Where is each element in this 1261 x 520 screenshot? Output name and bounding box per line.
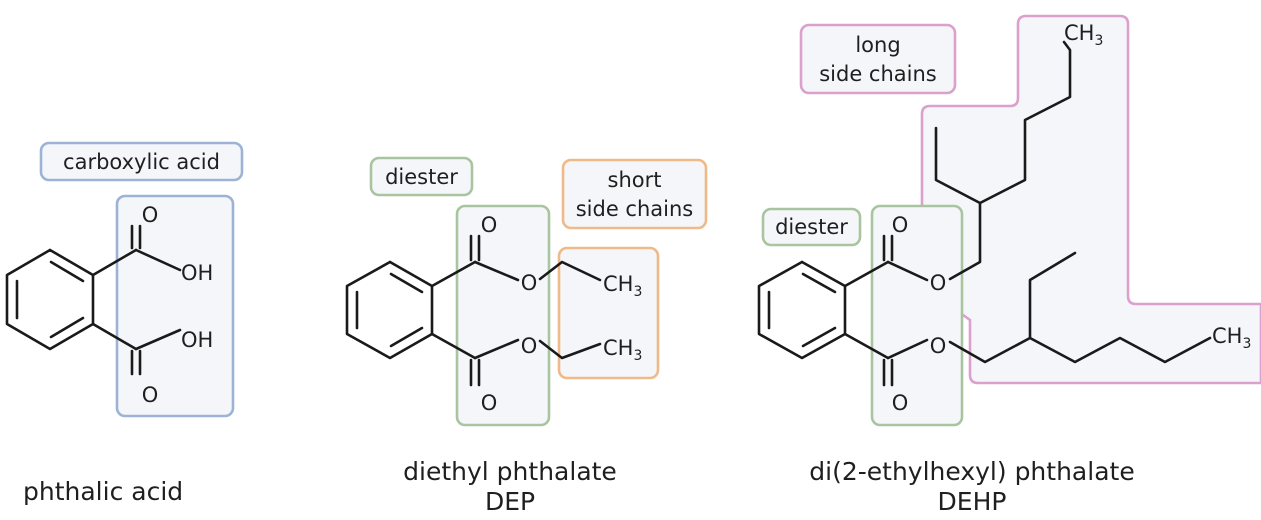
oxygen-atom: O bbox=[892, 213, 909, 237]
dep-side-chain-label-box bbox=[561, 158, 708, 230]
ester-bonds bbox=[430, 234, 520, 387]
dehp-abbreviation: DEHP bbox=[938, 487, 1007, 516]
carboxylic-acid-highlight-box bbox=[115, 194, 235, 418]
dep-side-chain-label-line2: side chains bbox=[576, 197, 694, 221]
carboxyl-bonds bbox=[91, 224, 182, 376]
dehp-diester-label-box bbox=[761, 207, 862, 247]
dep-molecule: diester short side chains O O O O bbox=[345, 156, 708, 516]
ester-oxygen-atom: O bbox=[521, 334, 538, 358]
dehp-name: di(2-ethylhexyl) phthalate bbox=[809, 457, 1134, 486]
ester-bonds bbox=[843, 234, 929, 387]
ethyl-chain-bonds bbox=[538, 260, 602, 360]
oxygen-atom: O bbox=[481, 213, 498, 237]
methyl-group: CH3 bbox=[1064, 21, 1103, 49]
methyl-group: CH3 bbox=[603, 272, 642, 300]
benzene-ring bbox=[345, 260, 434, 360]
ester-oxygen-atom: O bbox=[930, 334, 947, 358]
oxygen-atom: O bbox=[142, 203, 159, 227]
hydroxyl-group: OH bbox=[181, 261, 213, 285]
dep-name: diethyl phthalate bbox=[403, 457, 617, 486]
dehp-diester-highlight-box bbox=[870, 204, 964, 427]
phthalic-acid-name: phthalic acid bbox=[23, 477, 183, 506]
dehp-side-chain-label-line2: side chains bbox=[819, 62, 937, 86]
dep-abbreviation: DEP bbox=[485, 487, 535, 516]
dep-side-chain-highlight-box bbox=[557, 246, 660, 380]
dep-diester-label: diester bbox=[385, 165, 458, 189]
carboxylic-acid-label: carboxylic acid bbox=[63, 150, 220, 174]
dehp-diester-label: diester bbox=[775, 215, 848, 239]
oxygen-atom: O bbox=[892, 391, 909, 415]
ethylhexyl-chain-bonds bbox=[934, 40, 1212, 364]
dehp-side-chain-label-line1: long bbox=[855, 33, 900, 57]
benzene-ring bbox=[5, 248, 95, 351]
hydroxyl-group: OH bbox=[181, 328, 213, 352]
dep-side-chain-label-line1: short bbox=[608, 168, 662, 192]
dehp-side-chain-label-box bbox=[799, 23, 957, 95]
ester-oxygen-atom: O bbox=[521, 271, 538, 295]
dep-diester-label-box bbox=[369, 156, 474, 197]
ester-oxygen-atom: O bbox=[930, 271, 947, 295]
methyl-group: CH3 bbox=[1212, 324, 1251, 352]
phthalic-acid-molecule: carboxylic acid O OH OH O phthalic acid bbox=[5, 141, 244, 506]
methyl-group: CH3 bbox=[603, 336, 642, 364]
dehp-molecule: long side chains diester O O bbox=[757, 14, 1261, 516]
carboxylic-acid-label-box bbox=[39, 141, 244, 182]
oxygen-atom: O bbox=[481, 391, 498, 415]
benzene-ring bbox=[757, 260, 847, 360]
oxygen-atom: O bbox=[142, 383, 159, 407]
